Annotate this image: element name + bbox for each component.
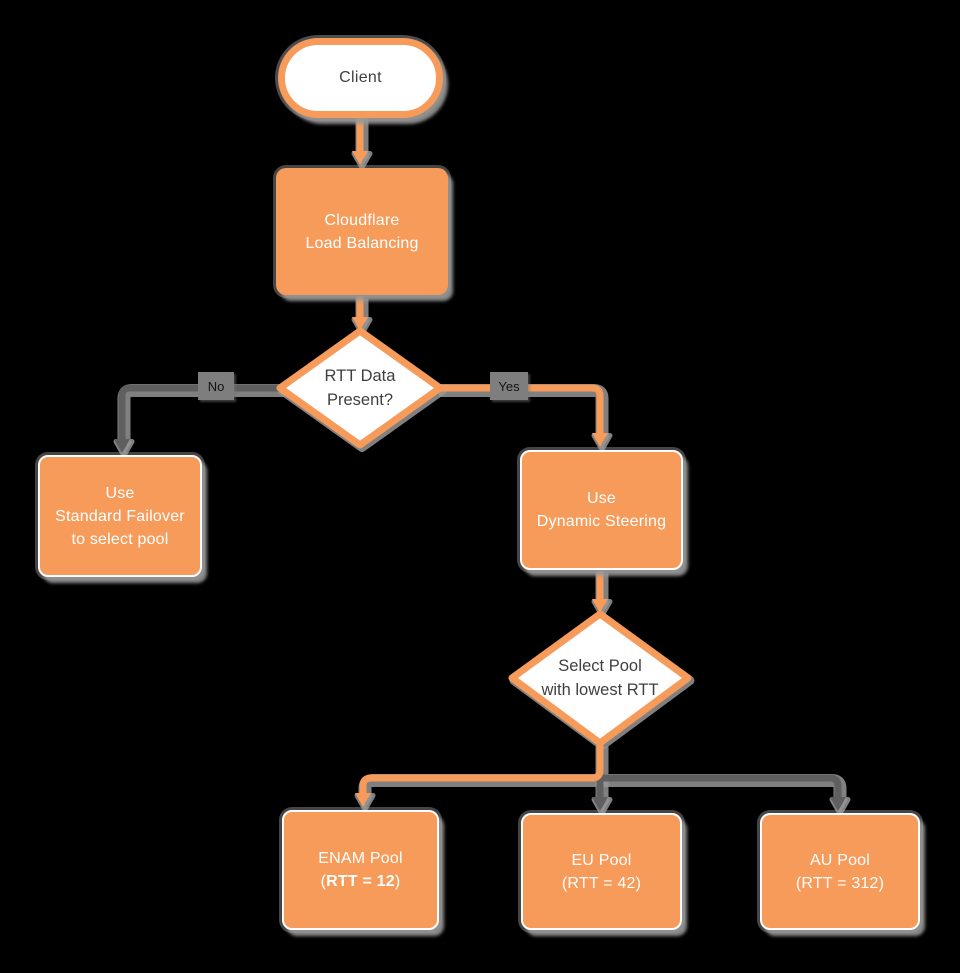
connector-no-branch (118, 384, 283, 440)
node-enam-line1: ENAM Pool (318, 850, 403, 867)
arrowhead-to-au-pool (830, 797, 846, 811)
node-cloudflare-load-balancing: Cloudflare Load Balancing (276, 168, 448, 295)
node-au-line2: (RTT = 312) (795, 874, 885, 892)
decision-select-pool-label: Select Pool with lowest RTT (510, 650, 690, 706)
node-eu-line1: EU Pool (571, 851, 632, 869)
node-enam-line2: (RTT = 12) (321, 870, 401, 893)
arrowhead-to-dynamic-steering (592, 433, 608, 447)
arrowhead-to-eu-pool (592, 797, 608, 811)
node-use-standard-failover: Use Standard Failover to select pool (38, 455, 202, 577)
node-failover-line2: Standard Failover (55, 507, 185, 525)
arrowhead-to-select-pool (592, 599, 608, 613)
arrowhead-to-enam-pool (355, 793, 371, 807)
enam-rtt-open: ( (320, 873, 327, 890)
node-eu-pool: EU Pool (RTT = 42) (521, 813, 682, 930)
decision-rtt-line2: Present? (326, 391, 394, 409)
edge-label-no: No (198, 372, 234, 400)
decision-select-pool-line2: with lowest RTT (541, 681, 659, 699)
edge-label-no-text: No (207, 378, 225, 394)
enam-rtt-value: RTT = 12 (326, 873, 395, 890)
enam-rtt-close: ) (394, 873, 401, 890)
decision-rtt-line1: RTT Data (324, 367, 396, 385)
node-cloudflare-line1: Cloudflare (324, 211, 400, 229)
connector-to-enam-pool (359, 744, 604, 794)
decision-rtt-data-present-label: RTT Data Present? (280, 360, 440, 416)
node-enam-pool: ENAM Pool (RTT = 12) (282, 810, 439, 930)
orange-connectors (352, 114, 608, 807)
node-cloudflare-line2: Load Balancing (305, 234, 419, 252)
connector-to-au-pool (600, 774, 842, 798)
decision-diamond-rtt-data-present (276, 327, 444, 449)
gray-connectors (114, 384, 846, 811)
connector-shadow-layer (113, 116, 851, 816)
node-failover-line3: to select pool (71, 530, 169, 548)
node-dynamic-line2: Dynamic Steering (536, 513, 667, 530)
node-client-label: Client (339, 69, 382, 86)
decision-select-pool-line1: Select Pool (558, 657, 642, 675)
node-use-dynamic-steering: Use Dynamic Steering (520, 450, 683, 570)
connector-yes-branch (437, 384, 604, 434)
node-eu-line2: (RTT = 42) (561, 874, 642, 892)
node-failover-line1: Use (105, 484, 135, 502)
edge-label-yes: Yes (490, 372, 528, 400)
node-au-pool: AU Pool (RTT = 312) (760, 813, 920, 930)
node-au-line1: AU Pool (809, 851, 871, 869)
decision-diamond-select-pool (508, 610, 692, 747)
node-client: Client (278, 38, 443, 118)
arrowhead-to-cloudflare (352, 151, 368, 165)
edge-label-yes-text: Yes (498, 378, 520, 394)
arrowhead-to-rtt-decision (352, 317, 368, 331)
node-dynamic-line1: Use (586, 490, 617, 507)
arrowhead-to-standard-failover (114, 439, 130, 453)
